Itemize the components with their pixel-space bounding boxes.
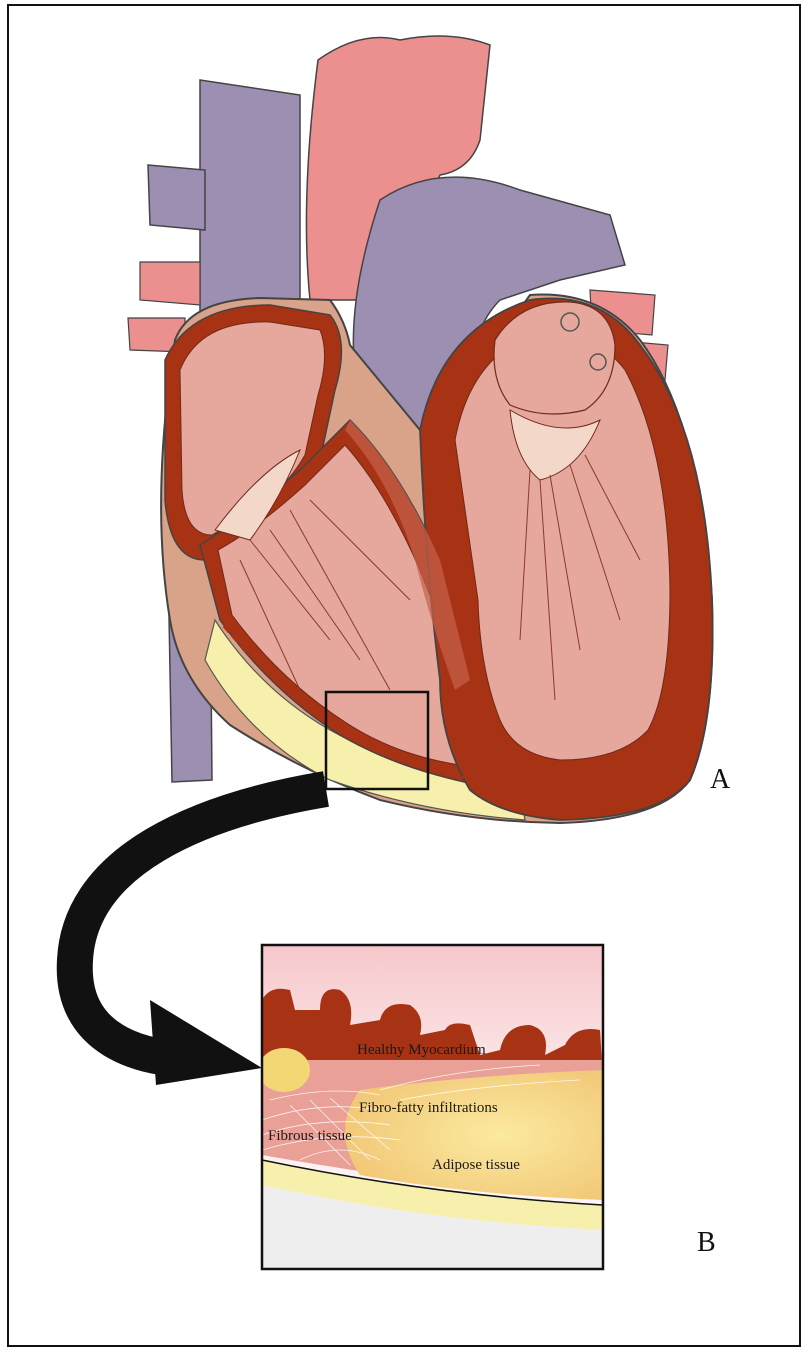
label-fibro-fatty-infiltrations: Fibro-fatty infiltrations	[359, 1100, 498, 1117]
label-adipose-tissue: Adipose tissue	[432, 1157, 520, 1174]
zoom-arrow-head	[150, 1000, 262, 1085]
label-healthy-myocardium: Healthy Myocardium	[357, 1042, 486, 1059]
label-fibrous-tissue: Fibrous tissue	[268, 1128, 352, 1145]
left-fat-cluster	[258, 1048, 310, 1092]
heart-illustration	[128, 36, 713, 823]
panel-label-a: A	[710, 764, 730, 796]
brachiocephalic-vein	[148, 165, 205, 230]
superior-vena-cava	[200, 80, 300, 330]
pulmonary-vein-right-upper	[140, 262, 200, 305]
panel-label-b: B	[697, 1227, 716, 1259]
